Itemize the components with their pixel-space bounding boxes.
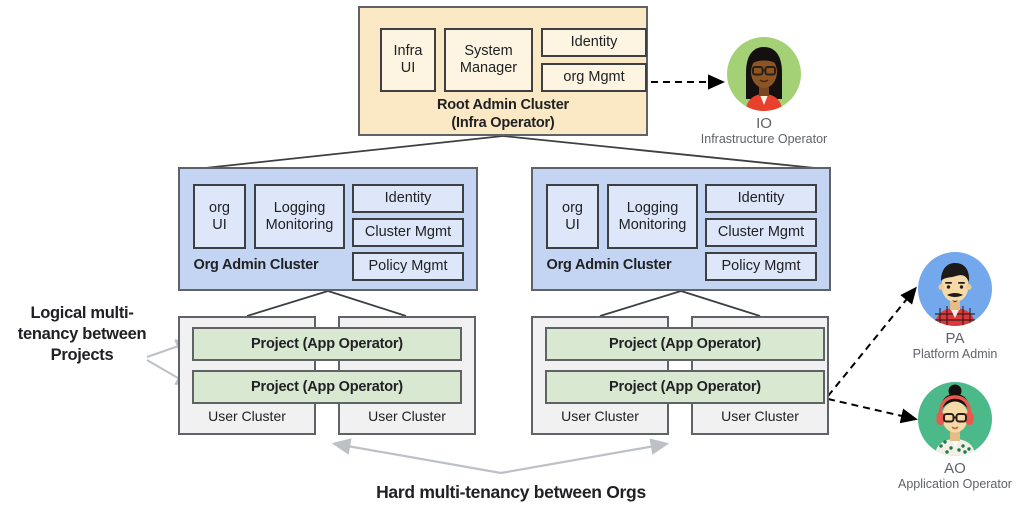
org-component-policy-mgmt[interactable]: Policy Mgmt <box>352 252 464 281</box>
user-cluster-group-right: User Cluster User Cluster Project (App O… <box>531 316 831 437</box>
project-bar-right-1[interactable]: Project (App Operator) <box>545 327 825 361</box>
user-cluster-label: User Cluster <box>368 408 446 424</box>
persona-pa-initials: PA <box>945 330 965 347</box>
root-component-identity[interactable]: Identity <box>541 28 647 57</box>
root-cluster-label: Root Admin Cluster (Infra Operator) <box>437 97 569 132</box>
wire-org-left-to-user-clusters <box>246 290 407 317</box>
user-cluster-label: User Cluster <box>561 408 639 424</box>
persona-io[interactable]: IO Infrastructure Operator <box>684 37 844 147</box>
persona-pa[interactable]: PA Platform Admin <box>875 252 1022 362</box>
wire-root-to-orgs <box>204 135 816 169</box>
org-component-identity[interactable]: Identity <box>705 184 817 213</box>
persona-ao-initials: AO <box>944 460 966 477</box>
user-cluster-label: User Cluster <box>721 408 799 424</box>
avatar-pa-icon <box>935 263 975 326</box>
root-component-org-mgmt[interactable]: org Mgmt <box>541 63 647 92</box>
wire-project-to-pa <box>827 286 917 397</box>
persona-pa-role: Platform Admin <box>912 347 998 362</box>
project-bar-left-2[interactable]: Project (App Operator) <box>192 370 462 404</box>
persona-ao-role: Application Operator <box>898 477 1012 492</box>
persona-io-role: Infrastructure Operator <box>700 132 828 147</box>
org-component-policy-mgmt[interactable]: Policy Mgmt <box>705 252 817 281</box>
persona-ao[interactable]: AO Application Operator <box>875 382 1022 492</box>
org-cluster-left-label: Org Admin Cluster <box>193 257 319 273</box>
wire-hard-multitenancy <box>331 438 670 475</box>
avatar-io <box>727 37 801 111</box>
user-cluster-label: User Cluster <box>208 408 286 424</box>
org-component-cluster-mgmt[interactable]: Cluster Mgmt <box>352 218 464 247</box>
user-cluster-group-left: User Cluster User Cluster Project (App O… <box>178 316 478 437</box>
avatar-ao <box>918 382 992 456</box>
org-component-identity[interactable]: Identity <box>352 184 464 213</box>
hard-multitenancy-caption: Hard multi-tenancy between Orgs <box>376 482 646 502</box>
avatar-ao-icon <box>935 384 975 456</box>
org-component-cluster-mgmt[interactable]: Cluster Mgmt <box>705 218 817 247</box>
avatar-io-icon <box>746 47 782 111</box>
project-bar-right-2[interactable]: Project (App Operator) <box>545 370 825 404</box>
wire-org-right-to-user-clusters <box>599 290 761 317</box>
persona-io-initials: IO <box>756 115 772 132</box>
wire-project-to-ao <box>827 398 918 424</box>
logical-multitenancy-note: Logical multi-tenancy between Projects <box>17 304 147 365</box>
org-cluster-right-label: Org Admin Cluster <box>546 257 672 273</box>
project-bar-left-1[interactable]: Project (App Operator) <box>192 327 462 361</box>
avatar-pa <box>918 252 992 326</box>
